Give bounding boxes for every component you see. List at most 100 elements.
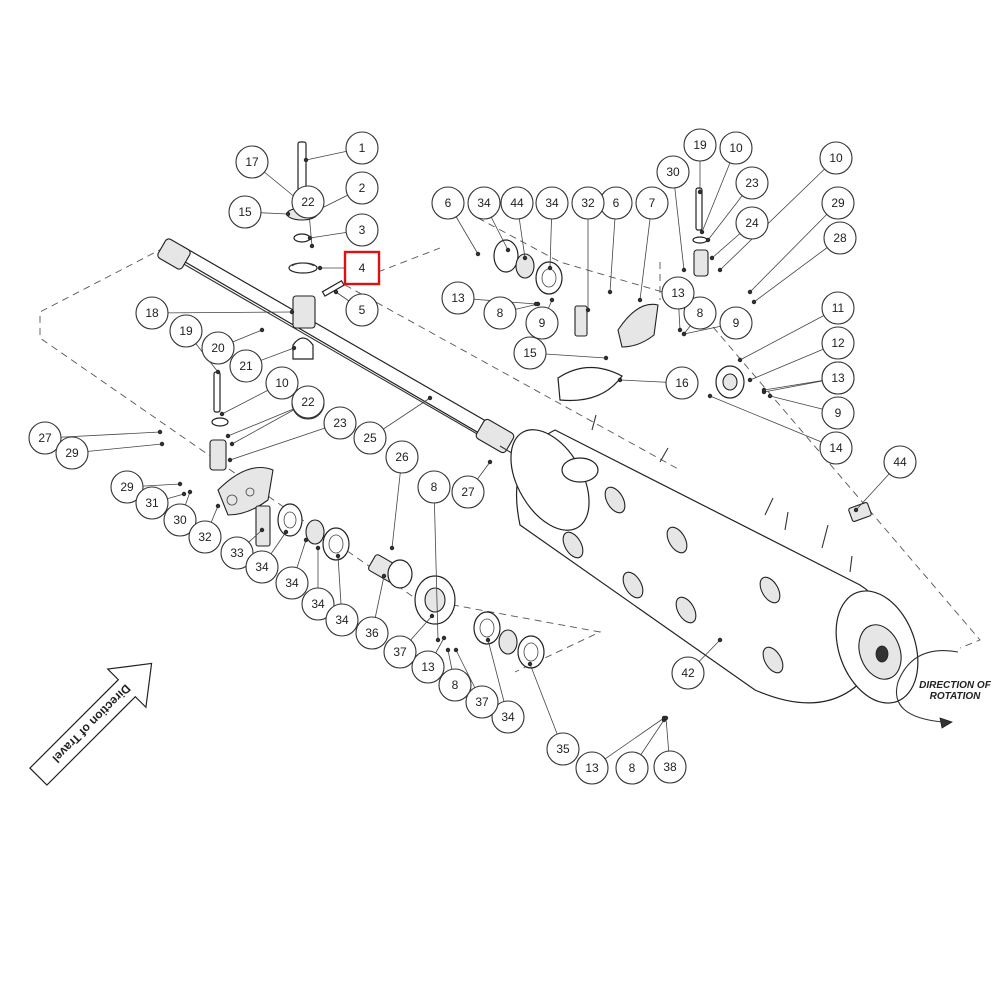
leader-dot: [527, 661, 533, 667]
callout-9: 9: [719, 306, 753, 340]
callout-number: 44: [893, 455, 907, 469]
callout-22: 22: [291, 385, 325, 419]
callout-circle: [615, 751, 649, 785]
callout-circle: [441, 281, 475, 315]
callout-9: 9: [525, 306, 559, 340]
callout-number: 8: [629, 761, 636, 775]
callout-34: 34: [325, 603, 359, 637]
leader-dot: [229, 441, 235, 447]
callout-number: 27: [461, 485, 475, 499]
callout-circle: [653, 750, 687, 784]
callout-circle: [661, 276, 695, 310]
callout-number: 15: [523, 346, 537, 360]
leader-dot: [697, 189, 703, 195]
rotation-label-line1: DIRECTION OF: [919, 680, 992, 691]
callout-number: 27: [38, 431, 52, 445]
callout-14: 14: [819, 431, 853, 465]
callout-33: 33: [220, 536, 254, 570]
leader-dot: [285, 211, 291, 217]
callout-circle: [323, 406, 357, 440]
callout-9: 9: [821, 396, 855, 430]
callout-number: 29: [831, 196, 845, 210]
callout-8: 8: [683, 296, 717, 330]
callout-number: 20: [211, 341, 225, 355]
callout-number: 4: [359, 261, 366, 275]
callout-22: 22: [291, 185, 325, 219]
leader-dot: [709, 255, 715, 261]
leader-dot: [317, 265, 323, 271]
callout-number: 14: [829, 441, 843, 455]
callout-circle: [656, 155, 690, 189]
callout-circle: [325, 603, 359, 637]
leader-dot: [259, 527, 265, 533]
leader-dot: [533, 301, 539, 307]
leader-dot: [303, 537, 309, 543]
callout-circle: [819, 431, 853, 465]
leader-dot: [767, 393, 773, 399]
leader-dot: [681, 331, 687, 337]
leader-dot: [435, 637, 441, 643]
callout-number: 18: [145, 306, 159, 320]
callout-1: 1: [345, 131, 379, 165]
callout-circle: [188, 520, 222, 554]
callout-number: 34: [477, 196, 491, 210]
callout-11: 11: [821, 291, 855, 325]
callout-25: 25: [353, 421, 387, 455]
leader-line: [229, 422, 341, 461]
leader-dot: [761, 387, 767, 393]
callout-number: 10: [275, 376, 289, 390]
callout-number: 37: [475, 695, 489, 709]
direction-of-travel-arrow: Direction of Travel: [29, 662, 153, 786]
callout-23: 23: [323, 406, 357, 440]
callout-circle: [513, 336, 547, 370]
leader-dot: [187, 489, 193, 495]
callout-number: 13: [421, 660, 435, 674]
callout-circle: [135, 486, 169, 520]
callout-number: 13: [585, 761, 599, 775]
leader-dot: [637, 297, 643, 303]
leader-dot: [225, 433, 231, 439]
callout-32: 32: [571, 186, 605, 220]
callout-8: 8: [483, 296, 517, 330]
callout-10: 10: [719, 131, 753, 165]
leader-dot: [291, 345, 297, 351]
callout-number: 21: [239, 359, 253, 373]
callout-36: 36: [355, 616, 389, 650]
callout-number: 33: [230, 546, 244, 560]
callout-28: 28: [823, 221, 857, 255]
callout-circle: [671, 656, 705, 690]
callout-10: 10: [265, 366, 299, 400]
callout-number: 8: [431, 480, 438, 494]
leader-dot: [717, 637, 723, 643]
callout-circle: [411, 650, 445, 684]
right-bearing-assembly: [493, 187, 872, 522]
callout-number: 9: [539, 316, 546, 330]
callout-circle: [385, 440, 419, 474]
callout-circle: [220, 536, 254, 570]
callout-number: 34: [311, 597, 325, 611]
callout-number: 34: [285, 576, 299, 590]
callout-circle: [275, 566, 309, 600]
callout-circle: [235, 145, 269, 179]
callout-number: 29: [65, 446, 79, 460]
callout-number: 32: [581, 196, 595, 210]
callout-number: 36: [365, 626, 379, 640]
leader-line: [749, 202, 839, 293]
callout-number: 8: [697, 306, 704, 320]
callout-number: 29: [120, 480, 134, 494]
callout-31: 31: [135, 486, 169, 520]
callout-number: 22: [301, 395, 315, 409]
leader-dot: [522, 255, 528, 261]
callout-15: 15: [513, 336, 547, 370]
leader-dot: [603, 355, 609, 361]
leader-dot: [617, 377, 623, 383]
callout-circle: [55, 436, 89, 470]
leader-dot: [309, 243, 315, 249]
callout-circle: [683, 296, 717, 330]
leader-dot: [335, 553, 341, 559]
callout-circle: [491, 700, 525, 734]
leader-dot: [705, 237, 711, 243]
callout-circle: [353, 421, 387, 455]
leader-line: [433, 486, 439, 641]
